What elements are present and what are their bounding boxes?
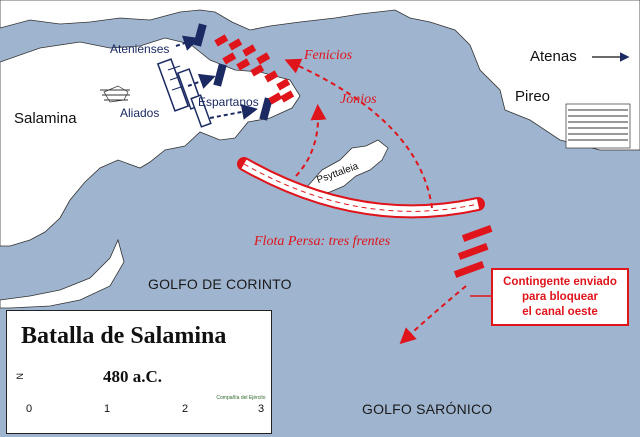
scale-tick-1: 1: [104, 403, 111, 415]
callout-line-2: para bloquear: [521, 291, 599, 303]
scale-tick-2: 2: [182, 403, 189, 415]
legend-title: Batalla de Salamina: [21, 323, 227, 349]
label-flota-persa: Flota Persa: tres frentes: [254, 234, 391, 249]
label-pireo: Pireo: [515, 88, 551, 105]
greek-fleet-aliados: [156, 58, 212, 128]
label-salamina: Salamina: [14, 110, 77, 127]
west-channel: [0, 172, 148, 306]
blockade-callout: Contingente enviado para bloquear el can…: [491, 268, 629, 326]
scale-tick-3: 3: [258, 403, 265, 415]
persian-fleet-fenicios: [214, 34, 295, 105]
callout-line-3: el canal oeste: [522, 306, 598, 318]
north-label: N: [15, 373, 25, 380]
label-atenienses: Atenienses: [110, 42, 170, 56]
logo-caption: Compañía del Ejército: [216, 395, 266, 401]
label-espartanos: Espartanos: [198, 95, 259, 109]
scale-tick-0: 0: [26, 403, 33, 415]
mainland-north: [0, 0, 640, 151]
legend-year: 480 a.C.: [103, 367, 163, 386]
pireo-harbour: [565, 103, 631, 149]
persian-blockade-squadron: [453, 225, 493, 278]
label-atenas: Atenas: [530, 48, 577, 65]
label-golfo-corinto: GOLFO DE CORINTO: [148, 276, 292, 292]
salamis-harbour: [100, 89, 130, 101]
map-legend: Batalla de Salamina 480 a.C. N 0 1 2 3 C…: [6, 310, 272, 434]
label-fenicios: Fenicios: [304, 48, 353, 63]
salamis-island: [0, 37, 301, 247]
label-aliados: Aliados: [120, 106, 160, 120]
greek-advance-arrows: [175, 35, 258, 120]
southern-land: [0, 238, 125, 309]
callout-line-1: Contingente enviado: [503, 276, 617, 288]
label-golfo-saronico: GOLFO SARÓNICO: [362, 401, 493, 417]
persian-arc-fill: [241, 159, 480, 217]
psyttaleia-island: [305, 139, 389, 197]
label-jonios: Jonios: [340, 92, 377, 107]
persian-movement-arrows: [284, 58, 467, 345]
